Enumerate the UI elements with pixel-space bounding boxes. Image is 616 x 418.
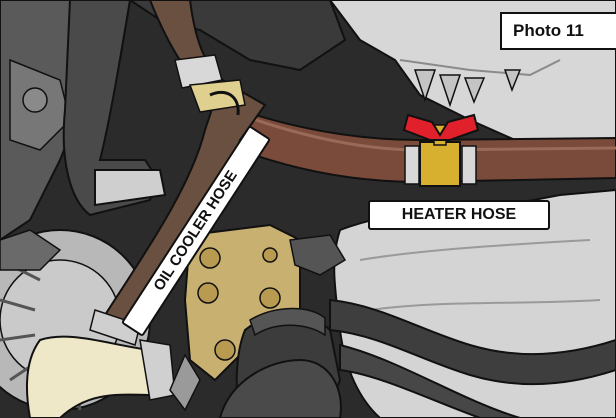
heater-hose-callout: HEATER HOSE — [368, 200, 550, 230]
heater-valve-body — [420, 142, 460, 186]
valve-clamp-left — [405, 146, 419, 184]
valve-clamp-right — [462, 146, 476, 184]
photo-label: Photo 11 — [500, 12, 616, 50]
engine-bolt — [23, 88, 47, 112]
